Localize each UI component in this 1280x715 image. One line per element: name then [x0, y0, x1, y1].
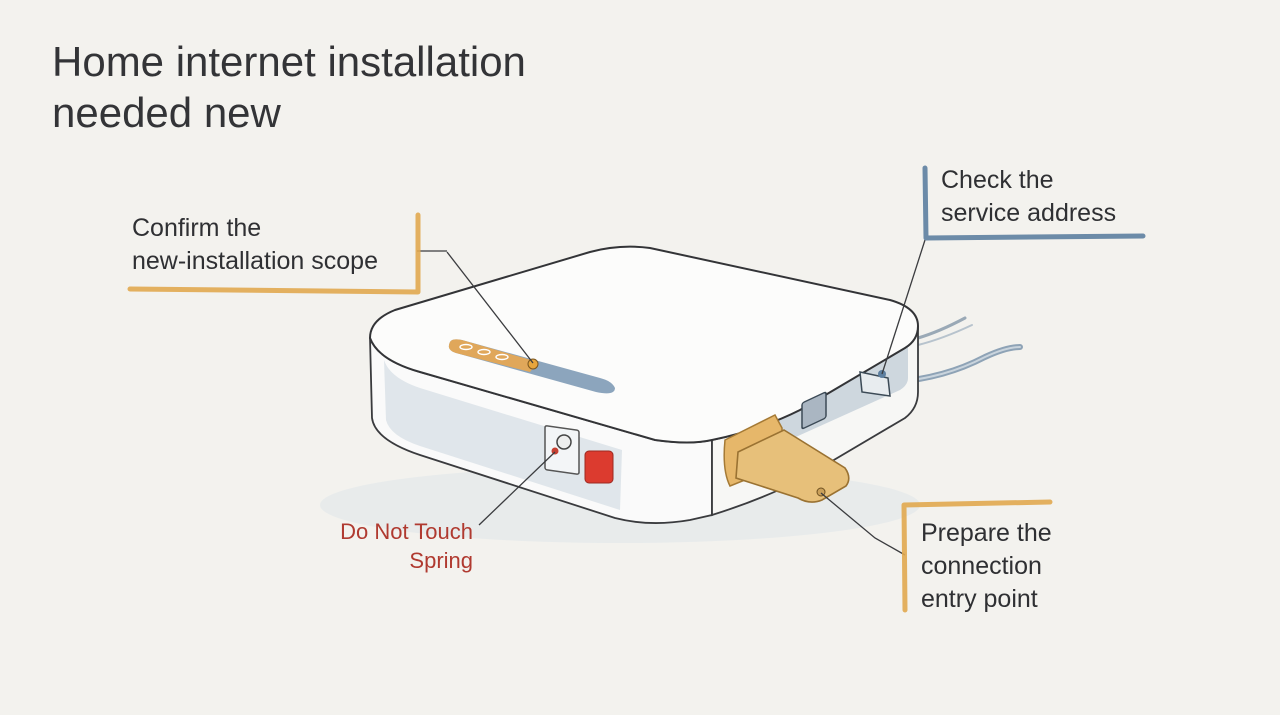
reset-pinhole-dot — [551, 447, 559, 455]
page-title: Home internet installation needed new — [52, 36, 526, 138]
back-cable — [916, 316, 967, 340]
scope-leader-line — [446, 251, 534, 364]
entry-leader-line — [820, 492, 906, 556]
device-top-face — [368, 245, 920, 444]
entry-accent-bracket — [901, 499, 1053, 613]
title-line-2: needed new — [52, 89, 281, 136]
reset-button — [584, 450, 614, 484]
connection-card — [735, 429, 850, 503]
scope-accent-bracket — [127, 212, 421, 295]
callout-service-address: Check the service address — [941, 164, 1116, 230]
led-3 — [495, 353, 509, 361]
title-line-1: Home internet installation — [52, 38, 526, 85]
led-1 — [459, 343, 473, 351]
address-accent-bracket — [922, 165, 1146, 241]
status-led-strip-lit — [448, 339, 538, 372]
callout-warning-line-2: Spring — [409, 548, 473, 573]
reset-pinhole-icon — [556, 434, 572, 450]
callout-scope-line-1: Confirm the — [132, 214, 262, 242]
callout-warning-line-1: Do Not Touch — [340, 519, 473, 544]
back-cable-2 — [917, 324, 973, 346]
callout-entry-line-2: connection — [921, 552, 1042, 580]
callout-installation-scope: Confirm the new-installation scope — [132, 212, 378, 278]
status-led-dot — [527, 358, 539, 370]
callout-address-line-2: service address — [941, 199, 1117, 227]
address-leader-line — [881, 239, 926, 375]
warning-leader-line — [478, 451, 556, 526]
callout-scope-line-2: new-installation scope — [132, 247, 378, 275]
callout-address-line-1: Check the — [941, 166, 1054, 194]
reset-pinhole-box — [544, 425, 580, 475]
callout-entry-line-3: entry point — [921, 585, 1038, 613]
ethernet-port — [801, 391, 827, 430]
callout-connection-entry: Prepare the connection entry point — [921, 517, 1052, 616]
led-2 — [477, 348, 491, 356]
callout-entry-line-1: Prepare the — [921, 519, 1052, 547]
callout-do-not-touch-warning: Do Not Touch Spring — [300, 517, 473, 575]
